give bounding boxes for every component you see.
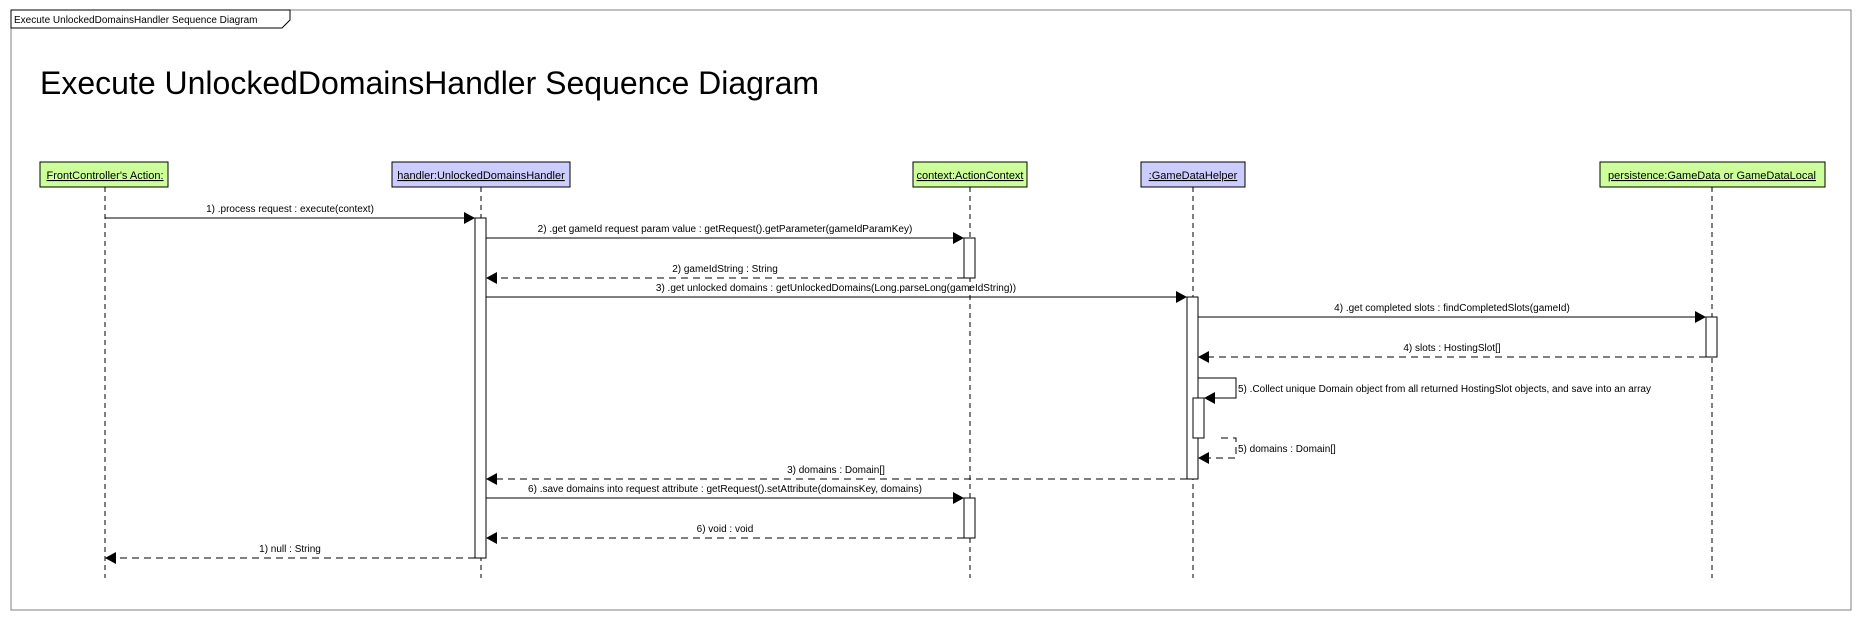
lifeline-head-helper[interactable] bbox=[1140, 161, 1246, 188]
activation-helper bbox=[1186, 296, 1199, 480]
lifeline-front[interactable]: FrontController's Action: bbox=[39, 161, 169, 188]
diagram-frame bbox=[10, 9, 1852, 611]
message-label: 3) .get unlocked domains : getUnlockedDo… bbox=[656, 283, 1016, 294]
lifeline-head-context[interactable] bbox=[912, 161, 1028, 188]
message-label: 2) .get gameId request param value : get… bbox=[538, 224, 913, 235]
message-6[interactable]: 4) slots : HostingSlot[] bbox=[1198, 343, 1706, 363]
message-label: 1) .process request : execute(context) bbox=[206, 204, 374, 215]
message-7[interactable]: 5) .Collect unique Domain object from al… bbox=[1198, 377, 1651, 404]
lifeline-head-handler[interactable] bbox=[391, 161, 571, 188]
lifeline-label-handler: handler:UnlockedDomainsHandler bbox=[397, 170, 565, 182]
arrow-head-icon bbox=[1198, 452, 1209, 464]
message-label: 1) null : String bbox=[259, 544, 321, 555]
lifeline-label-persistence: persistence:GameData or GameDataLocal bbox=[1608, 170, 1816, 182]
activation-handler bbox=[474, 217, 487, 559]
message-label: 4) slots : HostingSlot[] bbox=[1403, 343, 1500, 354]
message-4[interactable]: 3) .get unlocked domains : getUnlockedDo… bbox=[486, 283, 1187, 303]
frame-tab bbox=[10, 9, 291, 29]
message-8[interactable]: 5) domains : Domain[] bbox=[1198, 437, 1336, 464]
activation-helper-nested bbox=[1192, 397, 1205, 439]
message-label: 6) .save domains into request attribute … bbox=[528, 484, 922, 495]
lifeline-head-persistence[interactable] bbox=[1599, 161, 1826, 188]
message-3[interactable]: 2) gameIdString : String bbox=[486, 264, 964, 284]
lifeline-persistence[interactable]: persistence:GameData or GameDataLocal bbox=[1599, 161, 1826, 188]
message-line bbox=[1198, 377, 1237, 399]
frame-tab-label: Execute UnlockedDomainsHandler Sequence … bbox=[14, 15, 257, 26]
arrow-head-icon bbox=[1176, 291, 1187, 303]
arrow-head-icon bbox=[486, 473, 497, 485]
lifeline-helper[interactable]: :GameDataHelper bbox=[1140, 161, 1246, 188]
message-label: 4) .get completed slots : findCompletedS… bbox=[1334, 303, 1570, 314]
lifeline-label-helper: :GameDataHelper bbox=[1149, 170, 1238, 182]
message-11[interactable]: 6) void : void bbox=[486, 524, 964, 544]
activation-context-2 bbox=[963, 497, 976, 539]
message-10[interactable]: 6) .save domains into request attribute … bbox=[486, 484, 964, 504]
message-label: 5) domains : Domain[] bbox=[1238, 444, 1336, 455]
activation-persistence bbox=[1705, 316, 1718, 358]
arrow-head-icon bbox=[1695, 311, 1706, 323]
message-5[interactable]: 4) .get completed slots : findCompletedS… bbox=[1198, 303, 1706, 323]
message-label: 6) void : void bbox=[697, 524, 754, 535]
diagram-title: Execute UnlockedDomainsHandler Sequence … bbox=[40, 65, 819, 101]
arrow-head-icon bbox=[1198, 351, 1209, 363]
message-label: 5) .Collect unique Domain object from al… bbox=[1238, 384, 1651, 395]
message-label: 3) domains : Domain[] bbox=[787, 465, 885, 476]
arrow-head-icon bbox=[486, 272, 497, 284]
lifeline-label-front: FrontController's Action: bbox=[46, 170, 163, 182]
message-label: 2) gameIdString : String bbox=[672, 264, 778, 275]
message-line bbox=[1209, 437, 1237, 459]
message-12[interactable]: 1) null : String bbox=[105, 544, 475, 564]
lifeline-handler[interactable]: handler:UnlockedDomainsHandler bbox=[391, 161, 571, 188]
lifeline-context[interactable]: context:ActionContext bbox=[912, 161, 1028, 188]
arrow-head-icon bbox=[953, 232, 964, 244]
lifeline-head-front[interactable] bbox=[39, 161, 169, 188]
message-2[interactable]: 2) .get gameId request param value : get… bbox=[486, 224, 964, 244]
lifeline-label-context: context:ActionContext bbox=[916, 170, 1023, 182]
arrow-head-icon bbox=[953, 492, 964, 504]
message-9[interactable]: 3) domains : Domain[] bbox=[486, 465, 1187, 485]
activation-context-1 bbox=[963, 237, 976, 279]
message-1[interactable]: 1) .process request : execute(context) bbox=[105, 204, 475, 224]
arrow-head-icon bbox=[464, 212, 475, 224]
arrow-head-icon bbox=[105, 552, 116, 564]
arrow-head-icon bbox=[486, 532, 497, 544]
arrow-head-icon bbox=[1204, 392, 1215, 404]
